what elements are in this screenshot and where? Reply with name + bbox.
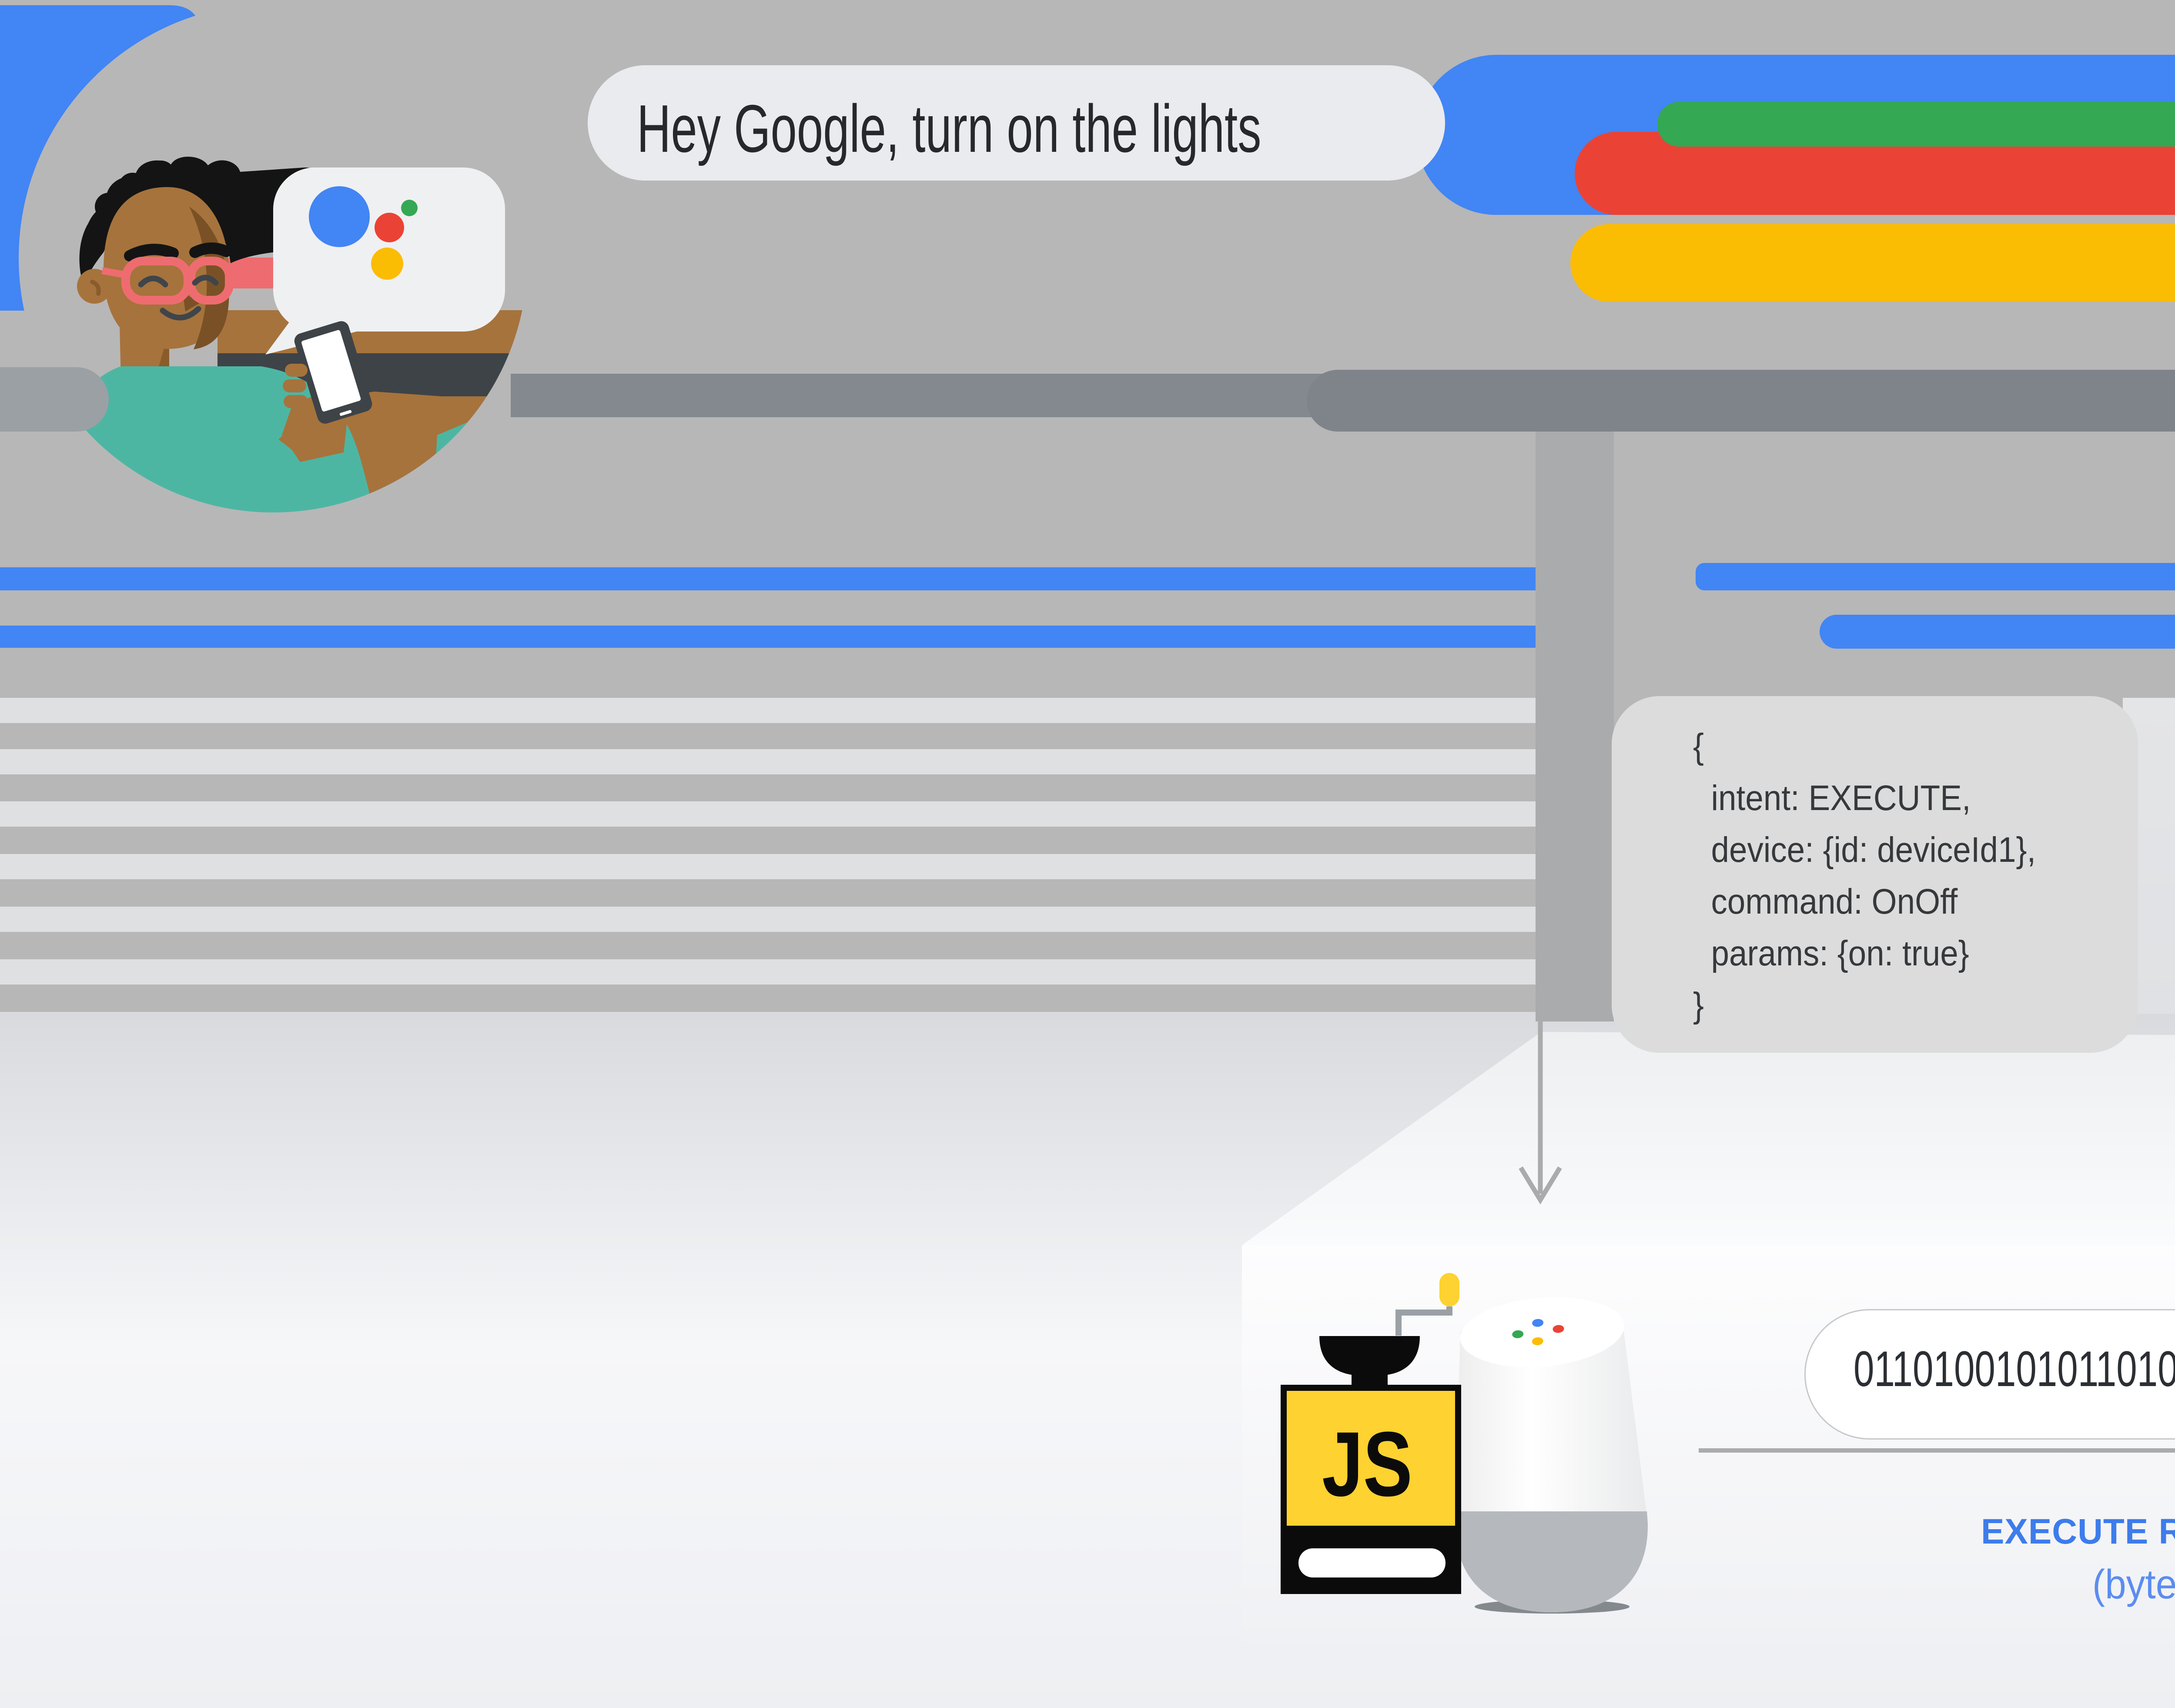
svg-text:JS: JS <box>1322 1413 1412 1515</box>
